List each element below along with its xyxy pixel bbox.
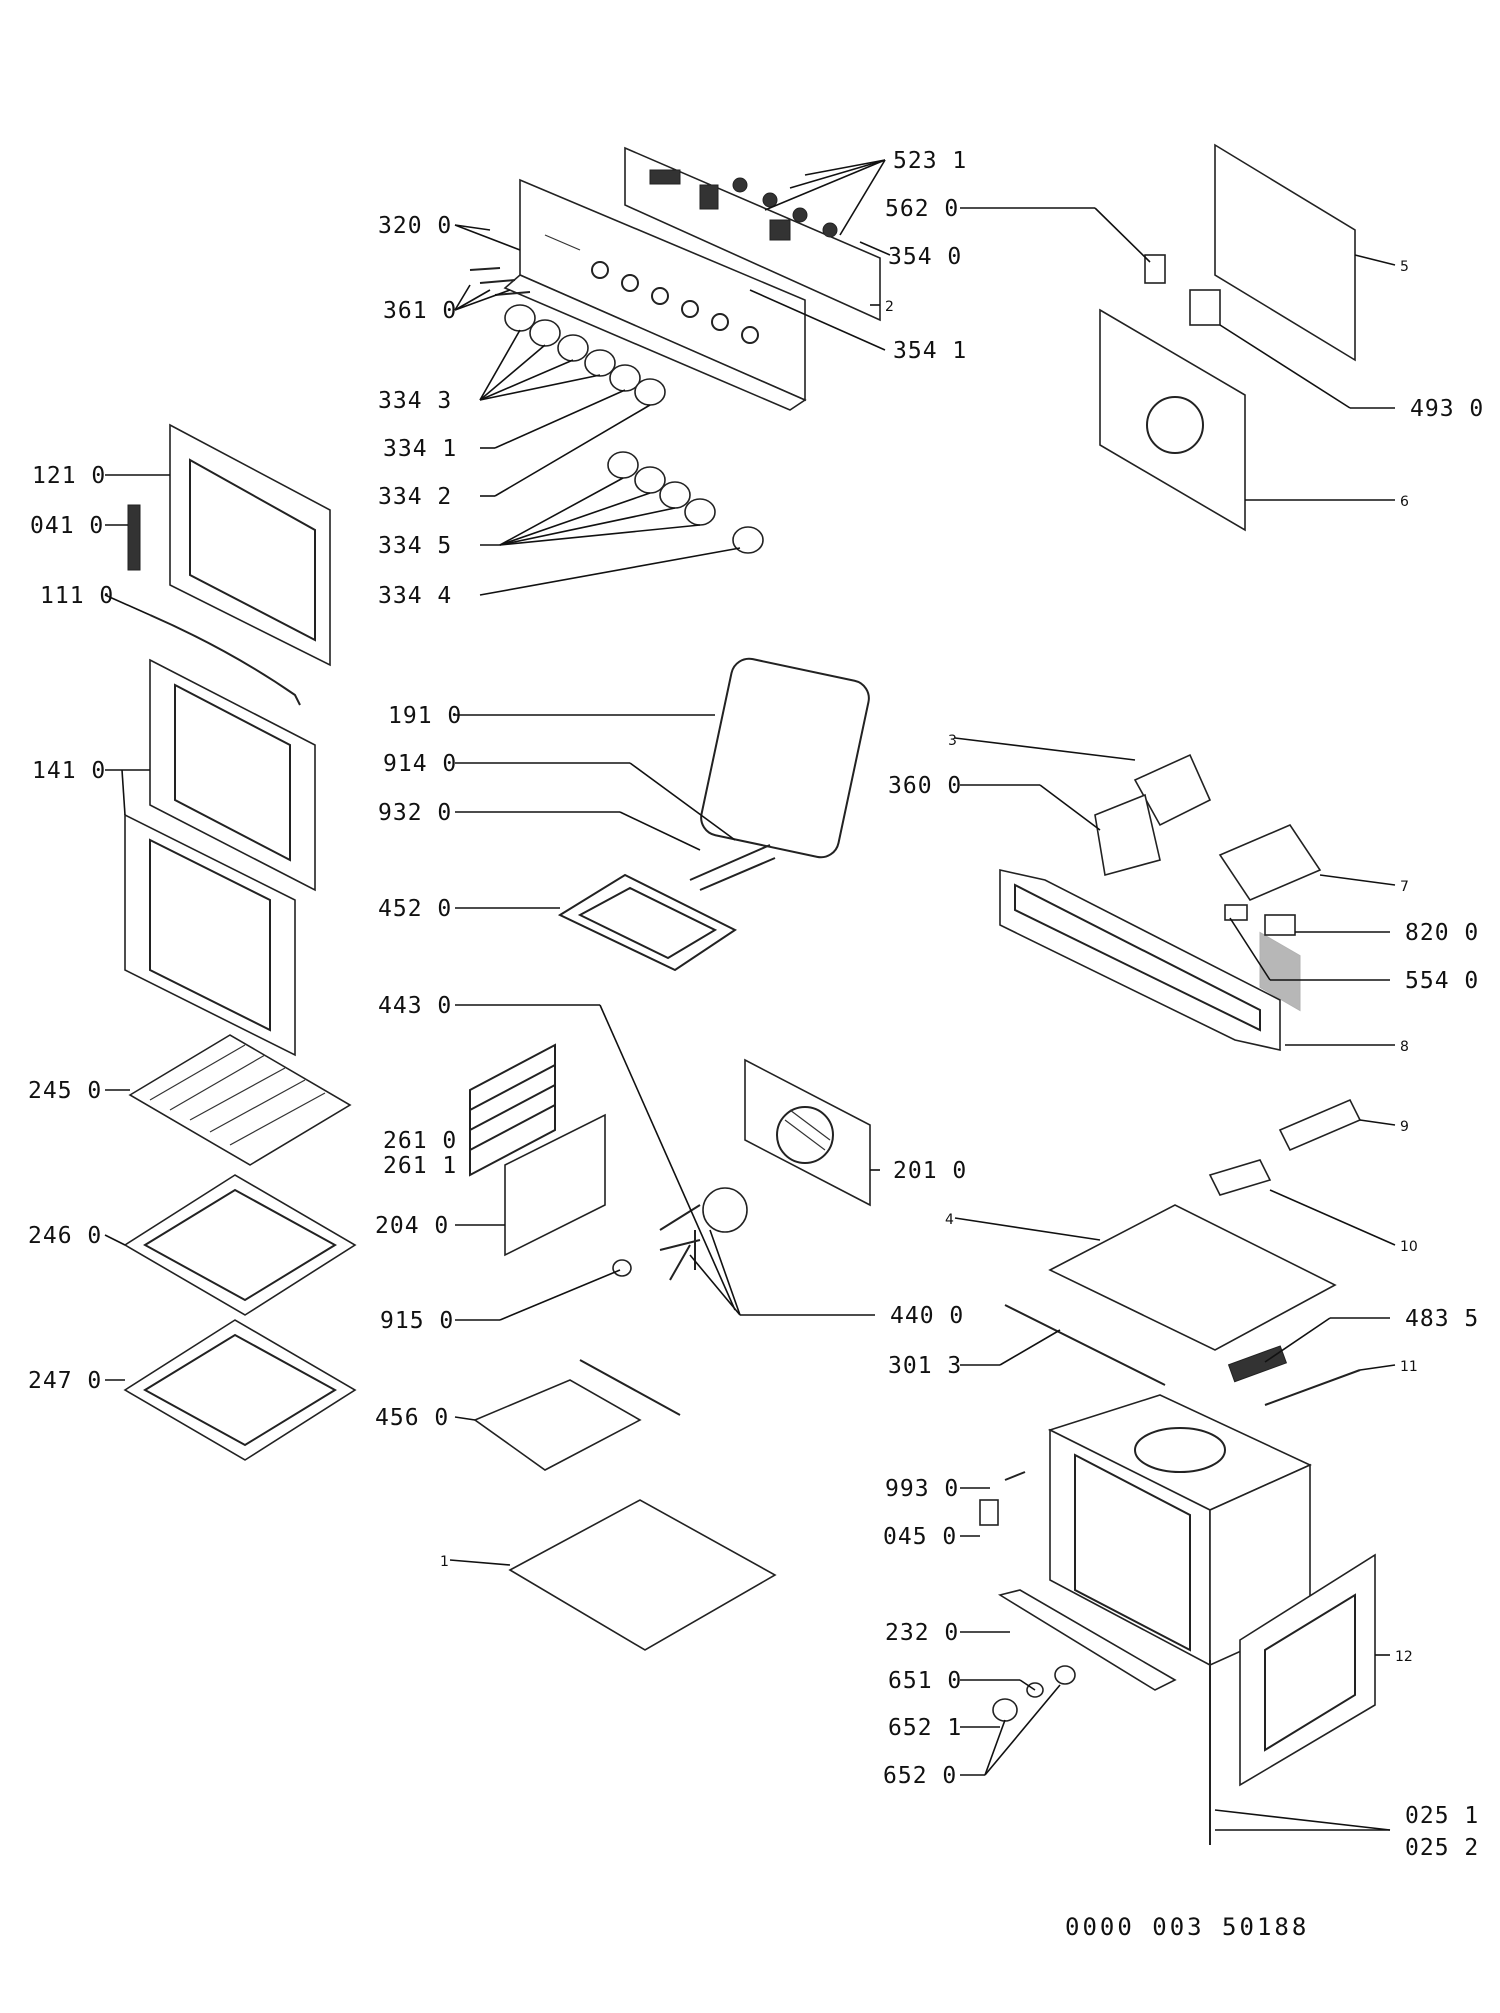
callout-993-0: 993 0	[885, 1476, 959, 1502]
bottom-strip	[997, 1589, 1177, 1691]
callout-204-0: 204 0	[375, 1213, 449, 1239]
callout-4: 4	[945, 1212, 954, 1228]
callout-247-0: 247 0	[28, 1368, 102, 1394]
callout-labels: 523 1 562 0 354 0 320 0 361 0 354 1 334 …	[28, 148, 1484, 1861]
callout-6: 6	[1400, 494, 1409, 510]
callout-334-2: 334 2	[378, 484, 452, 510]
cover-plate	[1218, 824, 1322, 901]
callout-523-1: 523 1	[893, 148, 967, 174]
callout-5: 5	[1400, 259, 1409, 275]
callout-025-2: 025 2	[1405, 1835, 1479, 1861]
small-callout-labels: 2 5 6 3 7 8 9 4 10 11 12 1	[440, 259, 1418, 1665]
callout-11: 11	[1400, 1359, 1418, 1375]
callout-440-0: 440 0	[890, 1303, 964, 1329]
door-handle-bar	[149, 614, 301, 706]
callout-3: 3	[948, 733, 957, 749]
callout-456-0: 456 0	[375, 1405, 449, 1431]
callout-245-0: 245 0	[28, 1078, 102, 1104]
rear-panel	[1214, 143, 1356, 1012]
callout-201-0: 201 0	[893, 1158, 967, 1184]
callout-820-0: 820 0	[1405, 920, 1479, 946]
callout-261-0: 261 0	[383, 1128, 457, 1154]
fan-motor	[612, 1187, 748, 1281]
callout-041-0: 041 0	[30, 513, 104, 539]
callout-1: 1	[440, 1554, 449, 1570]
terminal-strip	[1227, 1345, 1288, 1383]
inner-door-frame	[127, 423, 331, 667]
pizza-stone	[473, 1359, 681, 1471]
rear-wall	[1099, 289, 1246, 532]
callout-246-0: 246 0	[28, 1223, 102, 1249]
bottom-plate	[508, 1499, 777, 1651]
rod	[1264, 1369, 1361, 1406]
callout-2: 2	[885, 299, 894, 315]
top-strip	[1278, 1098, 1362, 1152]
callout-045-0: 045 0	[883, 1524, 957, 1550]
fan-cover	[744, 1058, 871, 1207]
wire-rack	[128, 1034, 352, 1166]
outer-door-glass	[124, 658, 316, 1057]
callout-483-5: 483 5	[1405, 1306, 1479, 1332]
switch-board	[624, 146, 881, 322]
knobs	[504, 304, 764, 554]
callout-9: 9	[1400, 1119, 1409, 1135]
drawing-code: 0000 003 50188	[1065, 1913, 1309, 1941]
oven-cavity	[1047, 1394, 1312, 1667]
callout-354-1: 354 1	[893, 338, 967, 364]
top-plate	[1004, 1204, 1337, 1386]
callout-141-0: 141 0	[32, 758, 106, 784]
callout-301-3: 301 3	[888, 1353, 962, 1379]
callout-334-1: 334 1	[383, 436, 457, 462]
callout-354-0: 354 0	[888, 244, 962, 270]
terminal-block	[1094, 753, 1212, 877]
callout-562-0: 562 0	[885, 196, 959, 222]
callout-915-0: 915 0	[380, 1308, 454, 1334]
front-frame	[999, 869, 1281, 1051]
callout-111-0: 111 0	[40, 583, 114, 609]
callout-121-0: 121 0	[32, 463, 106, 489]
callout-12: 12	[1395, 1649, 1413, 1665]
callout-232-0: 232 0	[885, 1620, 959, 1646]
callout-320-0: 320 0	[378, 213, 452, 239]
callout-554-0: 554 0	[1405, 968, 1479, 994]
callout-10: 10	[1400, 1239, 1418, 1255]
control-panel	[503, 178, 807, 411]
side-panel	[1239, 1553, 1376, 1787]
callout-452-0: 452 0	[378, 896, 452, 922]
screws	[469, 267, 531, 296]
callout-361-0: 361 0	[383, 298, 457, 324]
callout-8: 8	[1400, 1039, 1409, 1055]
callout-191-0: 191 0	[388, 703, 462, 729]
grill-element	[557, 844, 776, 972]
callout-493-0: 493 0	[1410, 396, 1484, 422]
callout-025-1: 025 1	[1405, 1803, 1479, 1829]
back-plate	[504, 1113, 606, 1257]
shelf-supports	[469, 1043, 556, 1177]
side-bracket	[1208, 1159, 1272, 1196]
callout-932-0: 932 0	[378, 800, 452, 826]
callout-652-1: 652 1	[888, 1715, 962, 1741]
callout-914-0: 914 0	[383, 751, 457, 777]
callout-443-0: 443 0	[378, 993, 452, 1019]
callout-360-0: 360 0	[888, 773, 962, 799]
callout-334-3: 334 3	[378, 388, 452, 414]
oven-gasket	[700, 657, 870, 859]
callout-651-0: 651 0	[888, 1668, 962, 1694]
leader-lines	[104, 159, 1396, 1831]
callout-334-5: 334 5	[378, 533, 452, 559]
drip-tray	[123, 1319, 357, 1461]
switch-components	[1224, 904, 1296, 936]
callout-7: 7	[1400, 879, 1409, 895]
callout-334-4: 334 4	[378, 583, 452, 609]
callout-261-1: 261 1	[383, 1153, 457, 1179]
baking-tray	[123, 1174, 357, 1316]
callout-652-0: 652 0	[883, 1763, 957, 1789]
